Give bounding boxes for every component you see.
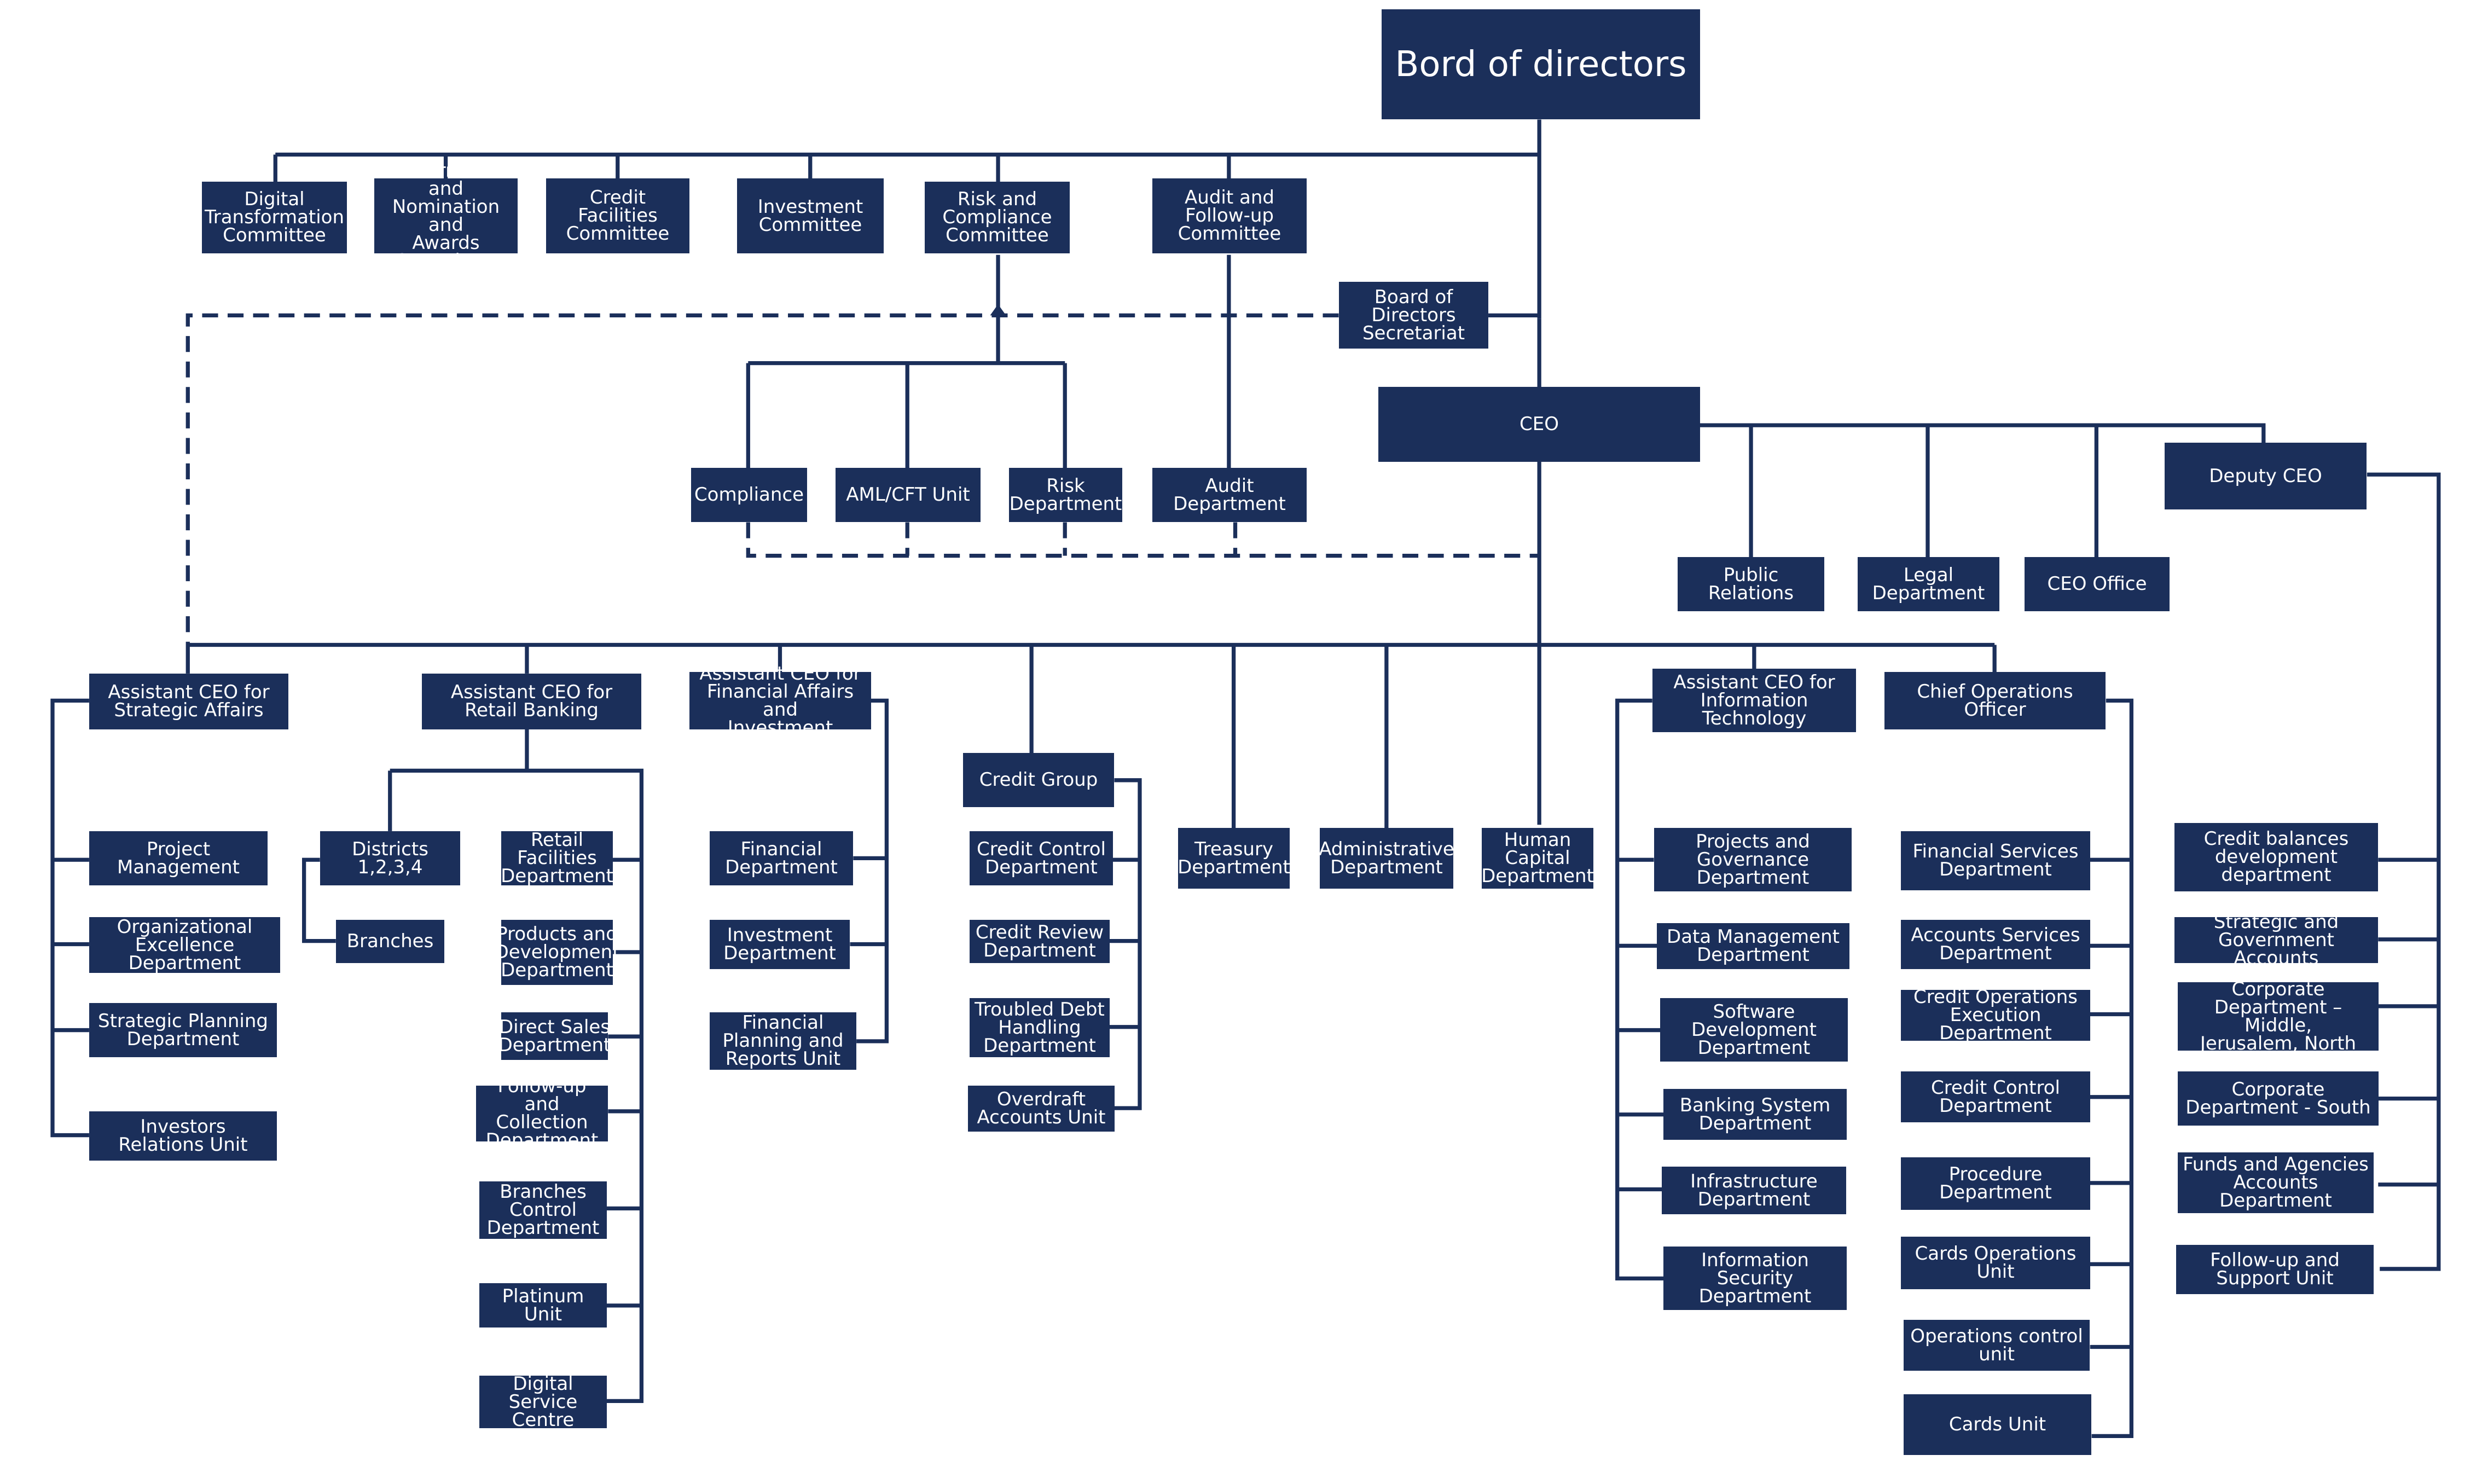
board-of-directors-secretariat-box[interactable]: Board of Directors Secretariat	[1339, 282, 1488, 349]
cards-unit-box[interactable]: Cards Unit	[1904, 1394, 2091, 1455]
corporate-department-middle-jerusalem-north-box[interactable]: Corporate Department – Middle, Jerusalem…	[2178, 980, 2379, 1053]
financial-department-box[interactable]: Financial Department	[710, 831, 853, 885]
assistant-ceo-financial-affairs-investment-box[interactable]: Assistant CEO for Financial Affairs and …	[689, 664, 871, 737]
aml-cft-unit-box[interactable]: AML/CFT Unit	[836, 468, 981, 522]
operations-control-unit-box[interactable]: Operations control unit	[1904, 1320, 2090, 1371]
corporate-department-south-box[interactable]: Corporate Department - South	[2178, 1071, 2379, 1126]
branches-control-department-box[interactable]: Branches Control Department	[479, 1181, 607, 1239]
troubled-debt-handling-department-box[interactable]: Troubled Debt Handling Department	[970, 998, 1110, 1057]
financial-planning-and-reports-unit-box[interactable]: Financial Planning and Reports Unit	[710, 1012, 856, 1070]
project-management-box[interactable]: Project Management	[89, 831, 268, 885]
platinum-unit-box[interactable]: Platinum Unit	[479, 1283, 607, 1328]
risk-and-compliance-committee-box[interactable]: Risk and Compliance Committee	[925, 182, 1070, 253]
credit-balances-development-department-box[interactable]: Credit balances development department	[2174, 823, 2378, 891]
chief-operations-officer-box[interactable]: Chief Operations Officer	[1884, 672, 2106, 729]
cards-operations-unit-box[interactable]: Cards Operations Unit	[1901, 1237, 2090, 1289]
audit-and-follow-up-committee-box[interactable]: Audit and Follow-up Committee	[1152, 178, 1307, 253]
procedure-department-box[interactable]: Procedure Department	[1901, 1157, 2090, 1210]
ceo-office-box[interactable]: CEO Office	[2025, 557, 2170, 611]
risk-department-box[interactable]: Risk Department	[1009, 468, 1122, 522]
investors-relations-unit-box[interactable]: Investors Relations Unit	[89, 1111, 277, 1161]
governance-nomination-awards-committee-box[interactable]: Governance and Nomination and Awards Com…	[374, 161, 518, 270]
public-relations-box[interactable]: Public Relations	[1678, 557, 1824, 611]
assistant-ceo-strategic-affairs-box[interactable]: Assistant CEO for Strategic Affairs	[89, 674, 288, 729]
follow-up-and-collection-department-box[interactable]: Follow-up and Collection Department	[476, 1077, 608, 1150]
strategic-planning-department-box[interactable]: Strategic Planning Department	[89, 1003, 277, 1057]
assistant-ceo-information-technology-box[interactable]: Assistant CEO for Information Technology	[1652, 669, 1856, 732]
credit-group-box[interactable]: Credit Group	[963, 753, 1114, 807]
human-capital-department-box[interactable]: Human Capital Department	[1481, 828, 1594, 889]
ceo-box[interactable]: CEO	[1378, 387, 1700, 462]
assistant-ceo-retail-banking-box[interactable]: Assistant CEO for Retail Banking	[422, 674, 641, 729]
retail-facilities-department-box[interactable]: Retail Facilities Department	[501, 829, 613, 887]
administrative-department-box[interactable]: Administrative Department	[1319, 828, 1454, 889]
projects-and-governance-department-box[interactable]: Projects and Governance Department	[1654, 828, 1852, 891]
investment-committee-box[interactable]: Investment Committee	[737, 178, 884, 253]
digital-service-centre-box[interactable]: Digital Service Centre	[479, 1375, 607, 1429]
strategic-and-government-accounts-box[interactable]: Strategic and Government Accounts	[2174, 913, 2378, 967]
credit-facilities-committee-box[interactable]: Credit Facilities Committee	[546, 178, 689, 253]
investment-department-box[interactable]: Investment Department	[710, 920, 850, 969]
accounts-services-department-box[interactable]: Accounts Services Department	[1901, 920, 2090, 969]
credit-control-department-box[interactable]: Credit Control Department	[970, 831, 1113, 885]
products-and-development-department-box[interactable]: Products and Development Department	[495, 920, 619, 985]
overdraft-accounts-unit-box[interactable]: Overdraft Accounts Unit	[968, 1086, 1115, 1132]
credit-review-department-box[interactable]: Credit Review Department	[970, 920, 1110, 963]
legal-department-box[interactable]: Legal Department	[1858, 557, 1999, 611]
digital-transformation-committee-box[interactable]: Digital Transformation Committee	[202, 182, 347, 253]
financial-services-department-box[interactable]: Financial Services Department	[1901, 831, 2090, 890]
credit-operations-execution-department-box[interactable]: Credit Operations Execution Department	[1901, 988, 2090, 1042]
compliance-box[interactable]: Compliance	[691, 468, 807, 522]
information-security-department-box[interactable]: Information Security Department	[1663, 1247, 1847, 1310]
data-management-department-box[interactable]: Data Management Department	[1657, 923, 1849, 969]
deputy-ceo-box[interactable]: Deputy CEO	[2165, 443, 2367, 509]
credit-control-department-coo-box[interactable]: Credit Control Department	[1901, 1071, 2090, 1122]
organizational-excellence-department-box[interactable]: Organizational Excellence Department	[89, 917, 280, 973]
banking-system-department-box[interactable]: Banking System Department	[1663, 1089, 1847, 1140]
bord-of-directors-box[interactable]: Bord of directors	[1382, 9, 1700, 119]
branches-box[interactable]: Branches	[336, 920, 444, 963]
follow-up-and-support-unit-box[interactable]: Follow-up and Support Unit	[2176, 1245, 2374, 1294]
districts-box[interactable]: Districts 1,2,3,4	[320, 831, 460, 885]
infrastructure-department-box[interactable]: Infrastructure Department	[1662, 1167, 1846, 1214]
funds-and-agencies-accounts-department-box[interactable]: Funds and Agencies Accounts Department	[2178, 1152, 2374, 1213]
treasury-department-box[interactable]: Treasury Department	[1178, 828, 1290, 889]
audit-department-box[interactable]: Audit Department	[1152, 468, 1307, 522]
direct-sales-department-box[interactable]: Direct Sales Department	[498, 1012, 611, 1060]
software-development-department-box[interactable]: Software Development Department	[1660, 998, 1848, 1062]
